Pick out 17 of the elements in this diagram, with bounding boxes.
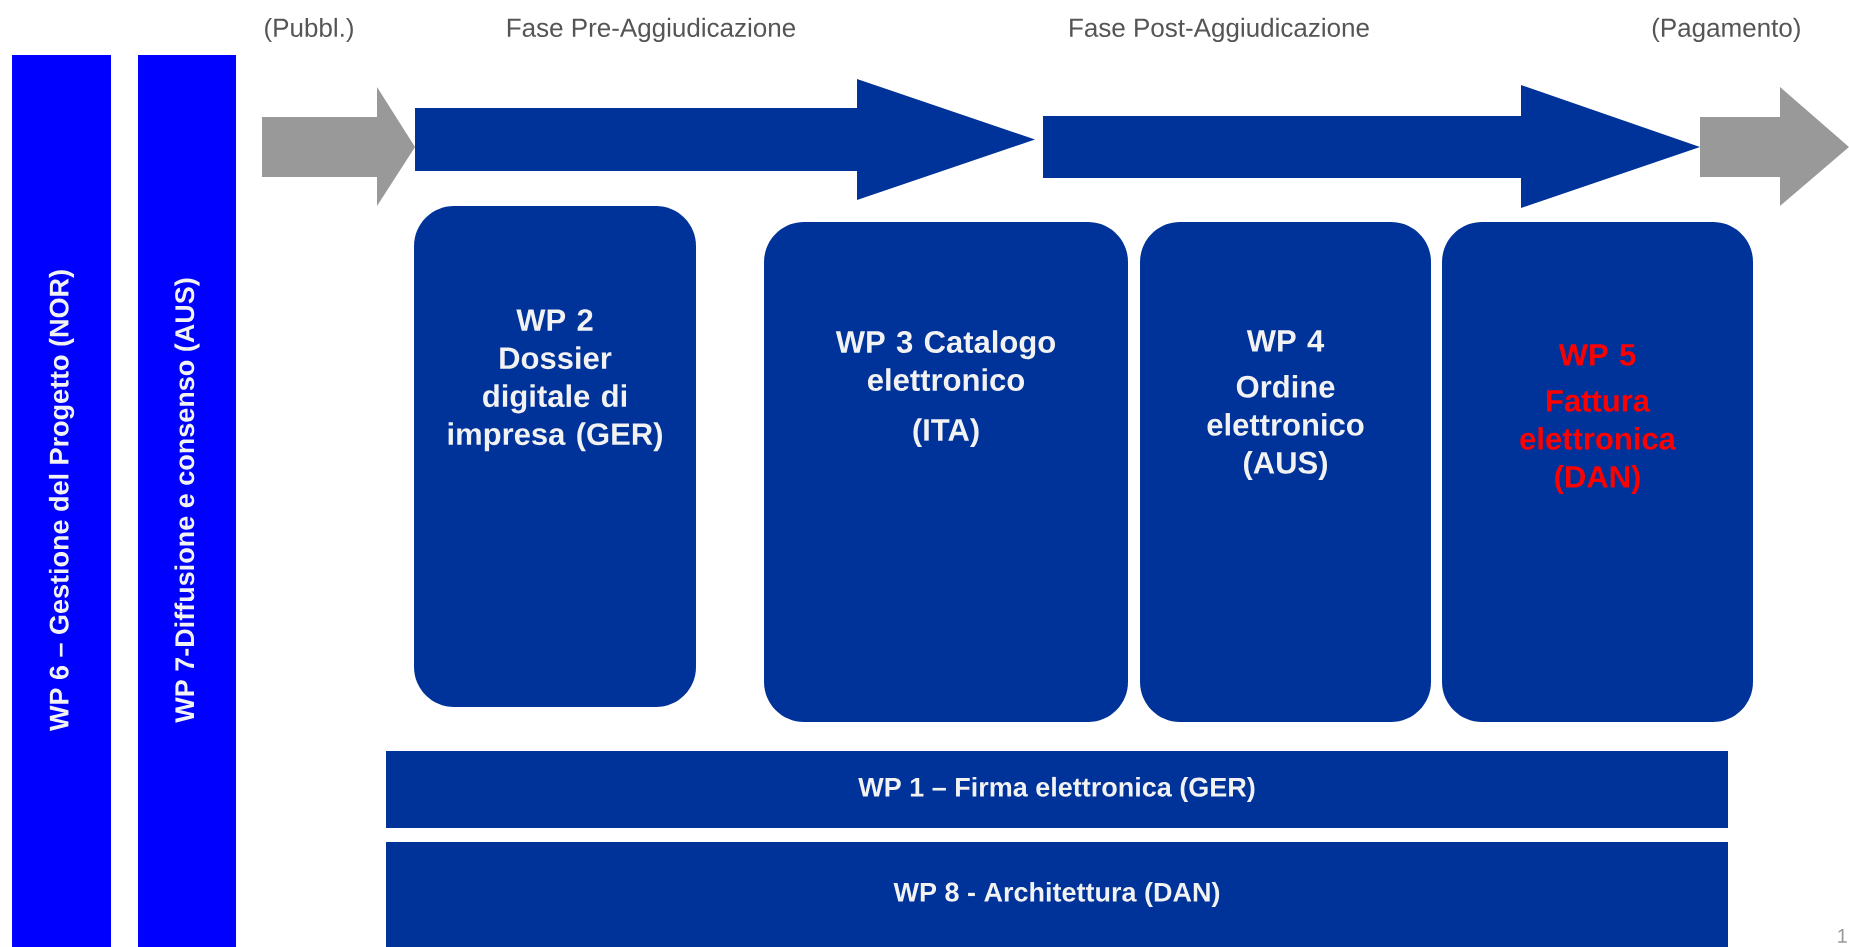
work-package-bar: WP 1 – Firma elettronica (GER) (386, 751, 1728, 828)
work-package-bar: WP 8 - Architettura (DAN) (386, 842, 1728, 947)
work-package-bar: WP 7-Diffusione e consenso (AUS) (138, 55, 236, 947)
work-package-bar: WP 6 – Gestione del Progetto (NOR) (12, 55, 111, 947)
work-package-box: WP 3 Catalogo elettronico (ITA) (764, 222, 1128, 722)
page-number: 1 (1838, 929, 1847, 943)
work-package-box: WP 4 Ordine elettronico (AUS) (1140, 222, 1431, 722)
phase-band (262, 87, 415, 206)
phase-label: Fase Pre-Aggiudicazione (507, 17, 796, 43)
phase-band (415, 79, 1035, 200)
phase-label: Fase Post-Aggiudicazione (1070, 17, 1369, 43)
phase-label: (Pubbl.) (265, 17, 353, 43)
phase-band (1043, 85, 1700, 208)
work-package-box: WP 5 Fattura elettronica (DAN) (1442, 222, 1753, 722)
work-package-box: WP 2 Dossier digitale di impresa (GER) (414, 206, 696, 707)
phase-band (1700, 87, 1849, 206)
phase-label: (Pagamento) (1652, 17, 1800, 43)
